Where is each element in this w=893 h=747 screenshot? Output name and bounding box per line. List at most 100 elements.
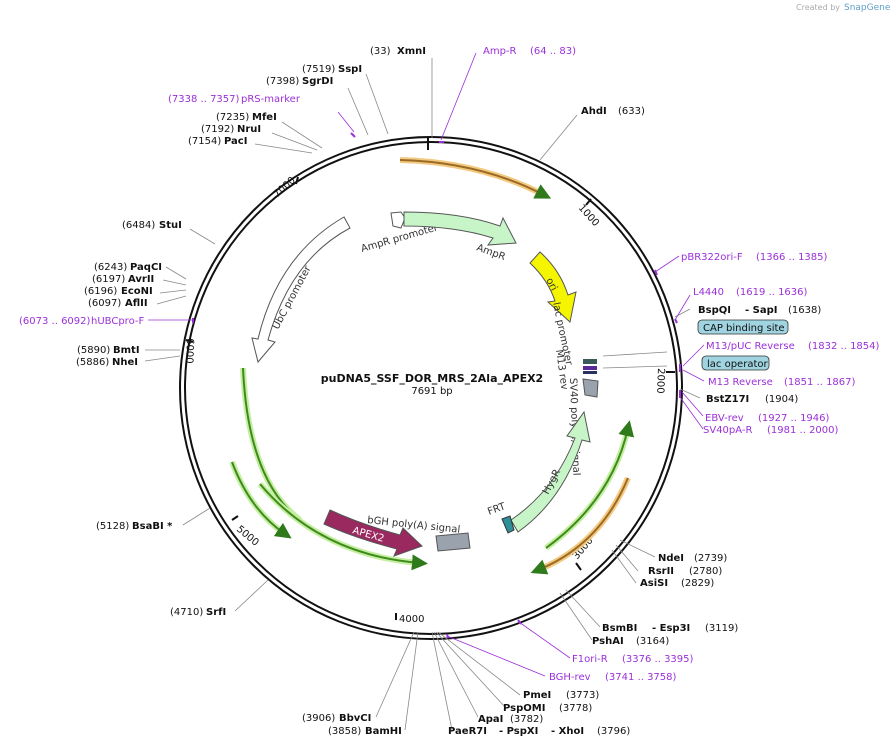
site-bmti-name: BmtI — [113, 345, 140, 356]
primer-labels: Amp-R (64 .. 83) (7338 .. 7357) pRS-mark… — [19, 46, 880, 683]
site-srfi-pos: (4710) — [170, 607, 203, 618]
site-paqci-pos: (6243) — [94, 262, 127, 273]
site-bbvci-name: BbvCI — [339, 713, 371, 724]
backbone-outer — [179, 136, 683, 640]
primer-bghrev-range: (3741 .. 3758) — [605, 672, 677, 683]
primer-lines — [148, 52, 705, 677]
site-asisi-name: AsiSI — [640, 578, 668, 589]
tick-4000: 4000 — [399, 614, 424, 625]
primer-sv40pa-name: SV40pA-R — [703, 425, 752, 436]
site-aflii-pos: (6097) — [88, 298, 121, 309]
site-paer7i-pos: (3796) — [597, 726, 630, 737]
site-ahdi-name: AhdI — [581, 106, 607, 117]
plasmid-length: 7691 bp — [411, 386, 452, 397]
primer-pbr322-range: (1366 .. 1385) — [756, 252, 828, 263]
site-aflii-name: AflII — [125, 298, 148, 309]
site-apai-pos: (3782) — [510, 714, 543, 725]
site-pspxi-name: - PspXI — [499, 726, 538, 737]
site-pmei-pos: (3773) — [566, 690, 599, 701]
primer-hubc-name: hUBCpro-F — [91, 316, 144, 327]
cap-site-mark — [583, 359, 597, 364]
frt-mark — [501, 515, 515, 534]
primer-l4440-name: L4440 — [693, 287, 724, 298]
primer-f1ori-range: (3376 .. 3395) — [622, 654, 694, 665]
site-xmni-name: XmnI — [397, 46, 426, 57]
site-sgrdi-pos: (7398) — [266, 76, 299, 87]
site-bsmbi-pos: (3119) — [705, 623, 738, 634]
primer-m13puc-range: (1832 .. 1854) — [808, 341, 880, 352]
site-mfei-pos: (7235) — [216, 112, 249, 123]
site-pmei-name: PmeI — [523, 690, 551, 701]
orf-orange — [530, 477, 629, 575]
primer-marks — [192, 132, 681, 639]
site-bamhi-pos: (3858) — [328, 726, 361, 737]
orf-c — [259, 483, 428, 571]
snapgene-logo: SnapGene — [844, 3, 891, 13]
plasmid-name: puDNA5_SSF_DOR_MRS_2Ala_APEX2 — [321, 372, 543, 385]
apex2-arrow — [323, 509, 423, 557]
site-bsabi-name: BsaBI * — [132, 521, 173, 532]
primer-prs-range: (7338 .. 7357) — [168, 94, 240, 105]
lac-operator-label: lac operator — [707, 359, 768, 370]
site-bbvci-pos: (3906) — [302, 713, 335, 724]
primer-m13rev-name: M13 Reverse — [708, 377, 773, 388]
created-by-text: Created by — [796, 3, 840, 12]
site-nhei-pos: (5886) — [76, 357, 109, 368]
site-paci-name: PacI — [224, 136, 247, 147]
site-pspomi-name: PspOMI — [503, 703, 545, 714]
m13-mark — [583, 371, 597, 374]
ubc-promoter-arrow — [251, 216, 351, 364]
ampr-promoter-arrow — [390, 211, 406, 229]
leader-lines — [144, 58, 701, 731]
orf-ampr-outer — [399, 159, 552, 199]
site-pshai-pos: (3164) — [636, 636, 669, 647]
site-labels: (33) XmnI (7519) SspI (7398) SgrDI (7235… — [76, 46, 821, 737]
site-esp3i-name: - Esp3I — [652, 623, 690, 634]
frt-label: FRT — [486, 501, 508, 518]
site-sspi-name: SspI — [338, 64, 362, 75]
site-bspqi-name: BspQI — [698, 305, 731, 316]
orf-hyg — [545, 420, 635, 549]
primer-ampr-r-range: (64 .. 83) — [530, 46, 576, 57]
site-srfi-name: SrfI — [206, 607, 226, 618]
site-apai-name: ApaI — [478, 714, 503, 725]
site-bstz17i-pos: (1904) — [765, 394, 798, 405]
site-nrui-name: NruI — [237, 124, 261, 135]
primer-m13rev-range: (1851 .. 1867) — [784, 377, 856, 388]
hygr-arrow — [510, 410, 591, 533]
site-paer7i-name: PaeR7I — [448, 726, 487, 737]
cap-binding-box — [697, 319, 789, 335]
site-bsmbi-name: BsmBI — [602, 623, 637, 634]
ori-label: ori — [543, 276, 559, 293]
site-stui-name: StuI — [159, 220, 182, 231]
site-ndei-pos: (2739) — [694, 553, 727, 564]
site-avrii-pos: (6197) — [92, 274, 125, 285]
site-paqci-name: PaqCI — [130, 262, 162, 273]
primer-sv40pa-range: (1981 .. 2000) — [767, 425, 839, 436]
site-nrui-pos: (7192) — [201, 124, 234, 135]
site-paci-pos: (7154) — [188, 136, 221, 147]
primer-m13puc-name: M13/pUC Reverse — [706, 341, 795, 352]
site-ahdi-pos: (633) — [618, 106, 645, 117]
primer-ebv-range: (1927 .. 1946) — [758, 413, 830, 424]
site-econi-name: EcoNI — [121, 286, 153, 297]
site-xhoi-name: - XhoI — [551, 726, 584, 737]
ampr-label: AmpR — [475, 242, 507, 263]
site-pshai-name: PshAI — [592, 636, 624, 647]
sv40-signal-box — [582, 378, 599, 398]
tick-5000: 5000 — [234, 524, 261, 549]
primer-l4440-range: (1619 .. 1636) — [736, 287, 808, 298]
site-bspqi-pos: (1638) — [788, 305, 821, 316]
site-rsrii-name: RsrII — [648, 566, 674, 577]
bgh-signal-box — [435, 532, 471, 552]
lac-op-mark — [583, 366, 597, 370]
primer-ampr-r-name: Amp-R — [483, 46, 517, 57]
primer-hubc-range: (6073 .. 6092) — [19, 316, 91, 327]
backbone-inner — [184, 141, 678, 635]
ampr-arrow — [403, 211, 517, 246]
tick-2000: 2000 — [654, 368, 666, 394]
site-bmti-pos: (5890) — [77, 345, 110, 356]
cap-binding-label: CAP binding site — [703, 323, 785, 334]
